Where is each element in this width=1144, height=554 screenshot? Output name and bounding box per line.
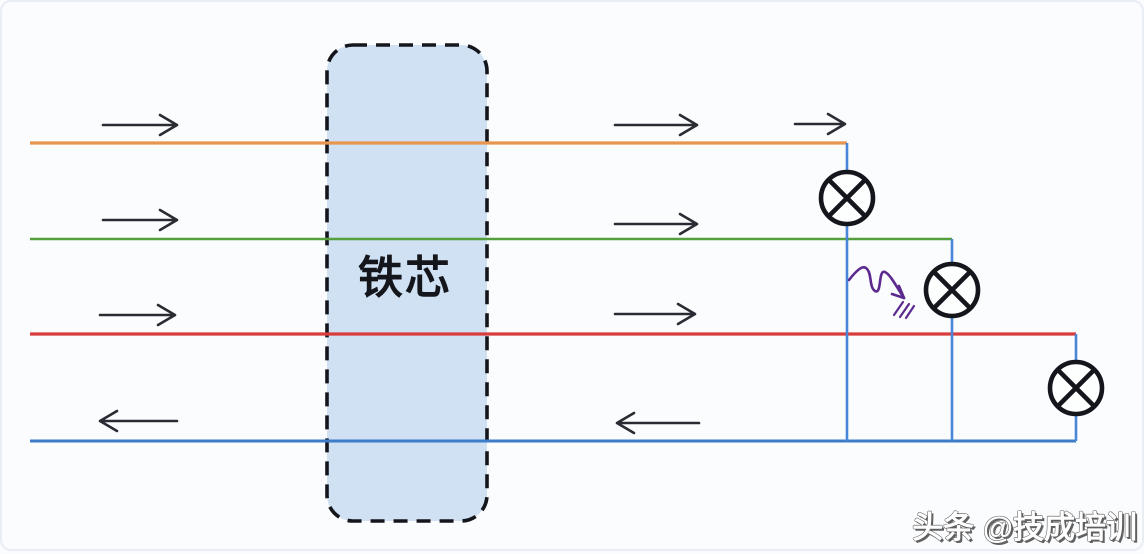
- arrow-right-icon: [613, 113, 699, 137]
- lamp-icon: [1047, 359, 1105, 417]
- arrow-right-icon: [613, 212, 699, 236]
- arrow-left-icon: [615, 411, 701, 435]
- lamp-symbols: [818, 169, 1105, 417]
- arrow-right-icon: [613, 302, 697, 326]
- lamp-icon: [818, 169, 876, 227]
- lamp-icon: [923, 261, 981, 319]
- lamp-cross: [931, 269, 973, 311]
- watermark-text: 头条 @技成培训: [912, 510, 1137, 545]
- hand-drawn-arrow-icon: [847, 266, 916, 320]
- lamp-cross: [1055, 367, 1097, 409]
- arrow-right-icon: [98, 303, 177, 327]
- annotation-hatch-marks: [892, 300, 916, 320]
- arrow-right-icon: [101, 113, 179, 137]
- iron-core-label: 铁芯: [358, 252, 452, 303]
- arrow-left-icon: [98, 409, 179, 433]
- arrow-right-icon: [101, 208, 179, 232]
- annotation-arrowhead: [890, 284, 906, 300]
- arrow-right-icon: [793, 112, 847, 136]
- lamp-cross: [826, 177, 868, 219]
- watermark-shadow: 头条 @技成培训: [914, 512, 1139, 547]
- iron-core-box: [325, 43, 489, 523]
- current-arrows: [98, 112, 847, 435]
- annotation-squiggle: [847, 266, 906, 300]
